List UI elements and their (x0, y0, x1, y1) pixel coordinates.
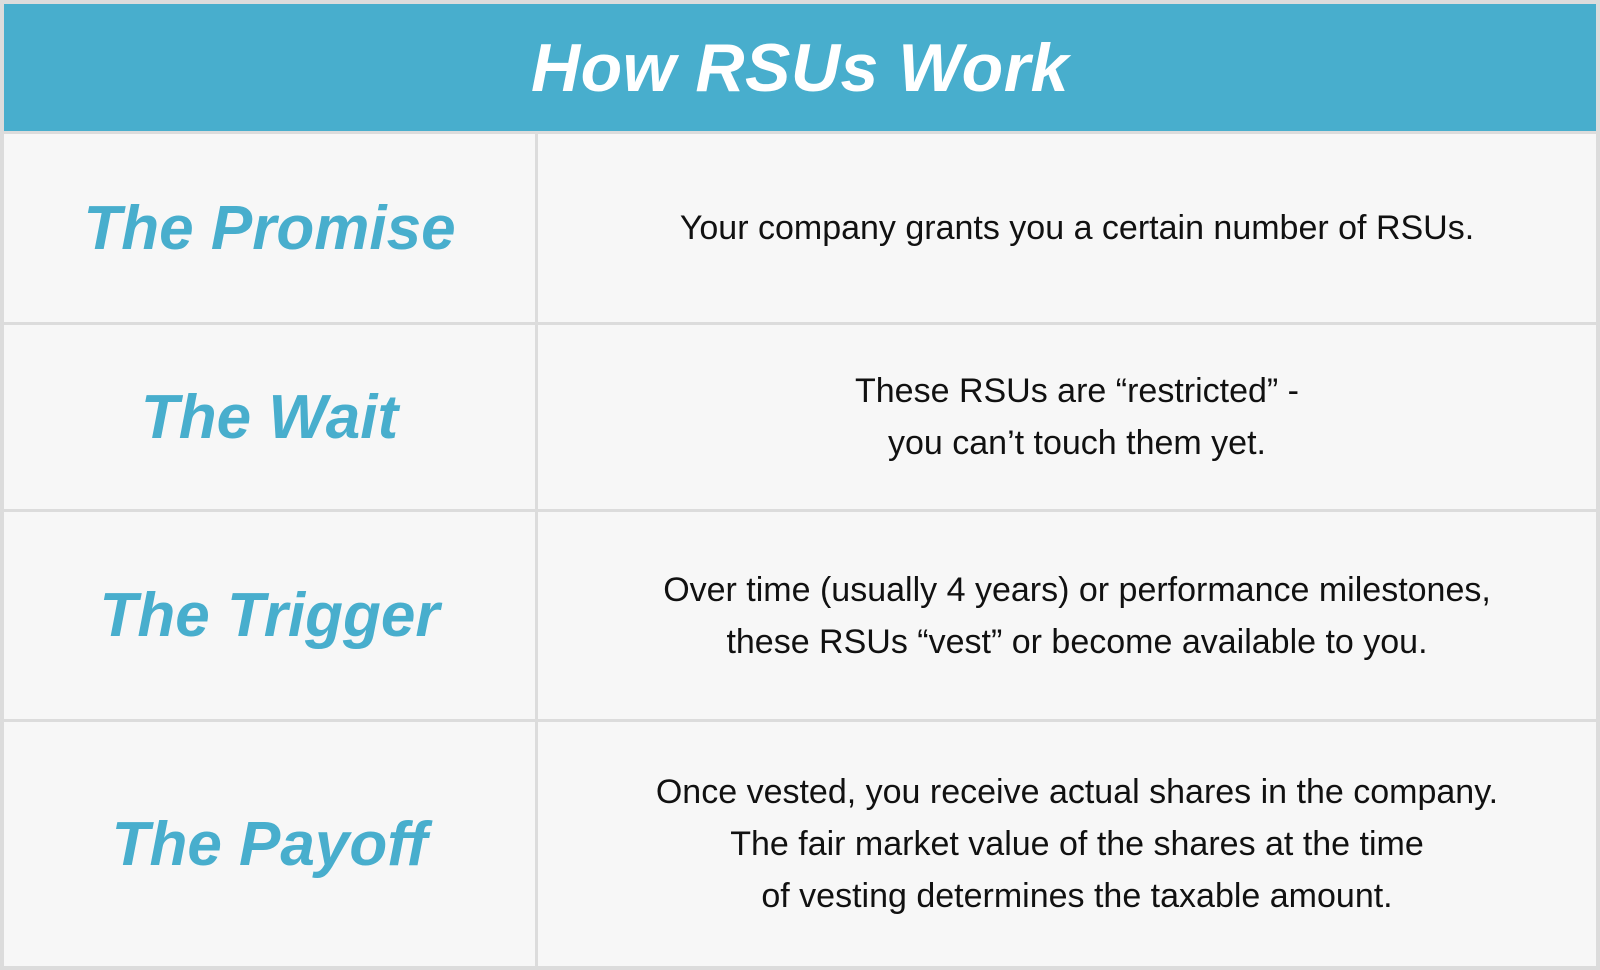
row-description-cell: Once vested, you receive actual shares i… (538, 722, 1596, 966)
row-description: Your company grants you a certain number… (680, 202, 1474, 254)
row-description: These RSUs are “restricted” - you can’t … (855, 365, 1299, 469)
row-label-cell: The Payoff (4, 722, 535, 966)
description-line: The fair market value of the shares at t… (730, 825, 1424, 863)
page-title: How RSUs Work (531, 29, 1069, 106)
description-line: you can’t touch them yet. (888, 424, 1266, 462)
table-row: The Payoff Once vested, you receive actu… (4, 722, 1596, 966)
row-description-cell: Over time (usually 4 years) or performan… (538, 512, 1596, 719)
row-label-cell: The Wait (4, 325, 535, 509)
row-label: The Payoff (111, 809, 428, 879)
description-line: these RSUs “vest” or become available to… (726, 622, 1428, 661)
row-label: The Trigger (99, 581, 440, 650)
description-line: These RSUs are “restricted” - (855, 372, 1299, 410)
description-line: Your company grants you a certain number… (679, 209, 1475, 247)
row-description: Over time (usually 4 years) or performan… (663, 564, 1491, 668)
row-label-cell: The Promise (4, 134, 535, 322)
row-description: Once vested, you receive actual shares i… (656, 766, 1498, 922)
row-label: The Wait (140, 382, 399, 452)
row-description-cell: Your company grants you a certain number… (538, 134, 1596, 322)
table-row: The Trigger Over time (usually 4 years) … (4, 512, 1596, 719)
table-header: How RSUs Work (4, 4, 1596, 131)
description-line: Once vested, you receive actual shares i… (655, 773, 1499, 811)
row-label: The Promise (83, 193, 456, 263)
table-row: The Promise Your company grants you a ce… (4, 134, 1596, 322)
description-line: of vesting determines the taxable amount… (761, 877, 1393, 915)
table-row: The Wait These RSUs are “restricted” - y… (4, 325, 1596, 509)
row-label-cell: The Trigger (4, 512, 535, 719)
description-line: Over time (usually 4 years) or performan… (663, 570, 1491, 609)
row-description-cell: These RSUs are “restricted” - you can’t … (538, 325, 1596, 509)
